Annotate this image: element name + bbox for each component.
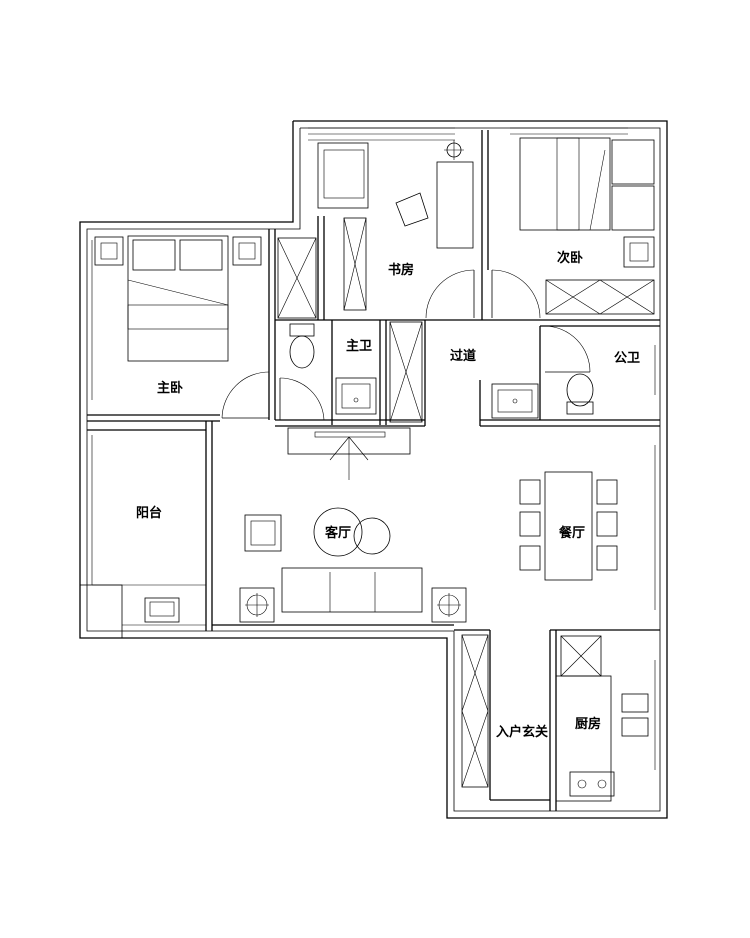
label-living-room: 客厅 xyxy=(325,525,351,541)
coffee-table-icon xyxy=(313,507,391,557)
wardrobe-icon xyxy=(343,217,367,311)
door-swing-icon[interactable] xyxy=(425,269,475,319)
nightstand-icon xyxy=(623,236,655,268)
doors xyxy=(221,269,591,421)
dining-table-icon xyxy=(519,471,618,581)
outer-walls xyxy=(79,120,668,819)
label-study: 书房 xyxy=(388,262,414,278)
wardrobe-icon xyxy=(545,279,655,315)
room-labels: 书房 次卧 主卧 主卫 过道 公卫 阳台 客厅 餐厅 入户玄关 厨房 xyxy=(136,250,640,740)
label-master-bedroom: 主卧 xyxy=(157,380,183,396)
door-swing-icon[interactable] xyxy=(279,377,325,421)
shoe-cabinet-icon xyxy=(461,634,489,788)
public-bath-fixtures xyxy=(491,373,594,419)
bed-icon xyxy=(519,137,655,231)
label-public-bath: 公卫 xyxy=(614,351,640,366)
master-bedroom-furniture xyxy=(94,235,317,362)
bed-icon xyxy=(127,235,229,362)
master-bath-fixtures xyxy=(289,323,377,415)
label-second-bedroom: 次卧 xyxy=(557,250,583,266)
door-swing-icon[interactable] xyxy=(491,269,541,319)
second-bedroom-furniture xyxy=(519,137,655,315)
stove-icon xyxy=(569,771,615,797)
nightstand-icon xyxy=(94,236,262,266)
label-kitchen: 厨房 xyxy=(575,716,601,732)
fridge-icon xyxy=(560,635,602,677)
label-corridor: 过道 xyxy=(450,348,476,364)
door-swing-icon[interactable] xyxy=(221,371,270,419)
label-master-bath: 主卫 xyxy=(346,338,372,354)
sink-icon xyxy=(621,693,649,737)
toilet-icon xyxy=(566,373,594,415)
sofa-icon xyxy=(281,567,423,613)
label-balcony: 阳台 xyxy=(136,505,162,521)
sofa-icon xyxy=(317,142,369,209)
label-entrance: 入户玄关 xyxy=(496,724,548,740)
kitchen-fixtures xyxy=(555,635,649,802)
label-dining-room: 餐厅 xyxy=(558,525,585,541)
sink-icon xyxy=(144,597,180,623)
door-swing-icon[interactable] xyxy=(544,325,591,373)
wardrobe-icon xyxy=(389,321,423,423)
armchair-icon xyxy=(244,514,282,552)
interior-walls xyxy=(87,130,660,811)
sink-icon xyxy=(335,377,377,415)
living-furniture xyxy=(239,427,467,623)
toilet-icon xyxy=(289,323,315,369)
windows xyxy=(79,127,656,770)
study-furniture xyxy=(317,140,474,311)
side-table-icon xyxy=(239,587,467,623)
tv-unit-icon xyxy=(287,427,411,480)
wardrobe-icon xyxy=(277,237,317,319)
sink-icon xyxy=(491,383,539,419)
desk-icon xyxy=(395,140,474,249)
